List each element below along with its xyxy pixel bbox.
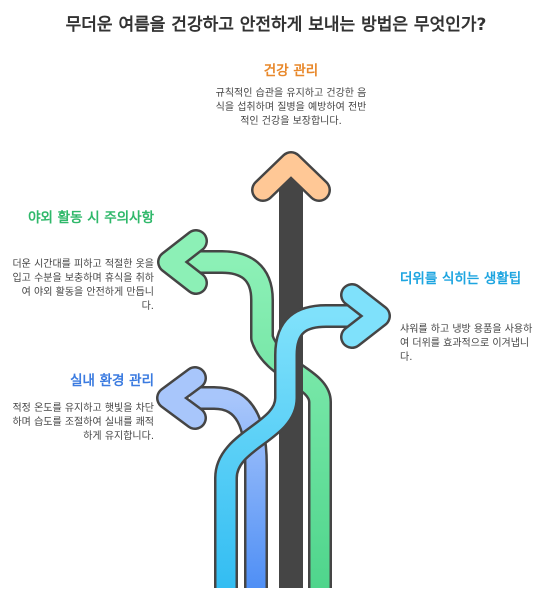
heat-tips-description: 샤워를 하고 냉방 용품을 사용하여 더위를 효과적으로 이겨냅니다. — [400, 324, 533, 363]
arrow-outdoor — [157, 229, 332, 588]
heat-tips-heading: 더위를 식히는 생활팁 — [400, 271, 522, 287]
arrow-heat — [214, 283, 391, 588]
arrow-indoor — [156, 366, 268, 588]
health-heading: 건강 관리 — [263, 63, 319, 79]
indoor-heading: 실내 환경 관리 — [70, 373, 154, 389]
indoor-description: 적정 온도를 유지하고 햇빛을 차단하며 습도를 조절하여 실내를 쾌적하게 유… — [12, 403, 154, 442]
outdoor-description: 더운 시간대를 피하고 적절한 옷을 입고 수분을 보충하며 휴식을 취하여 야… — [12, 259, 154, 312]
outdoor-heading: 야외 활동 시 주의사항 — [28, 210, 154, 226]
page-title: 무더운 여름을 건강하고 안전하게 보내는 방법은 무엇인가? — [65, 15, 487, 35]
health-description: 규칙적인 습관을 유지하고 건강한 음식을 섭취하며 질병을 예방하여 전반적인… — [215, 88, 367, 127]
